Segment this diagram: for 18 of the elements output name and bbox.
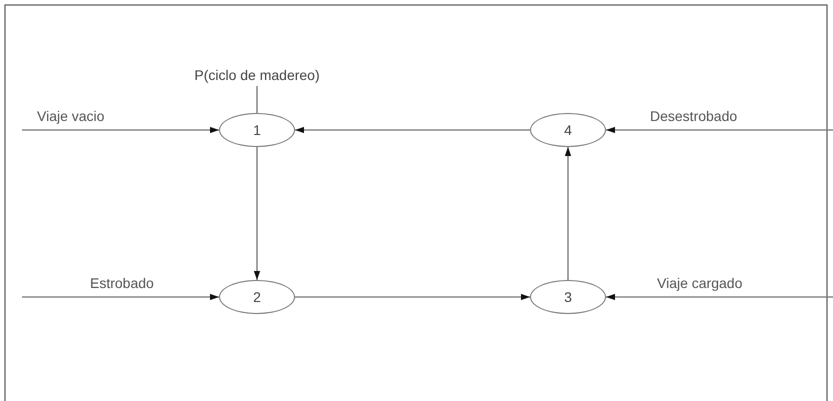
arrow: [254, 147, 260, 280]
connector-line: [256, 86, 258, 113]
edge-label: Estrobado: [88, 275, 156, 291]
node-number: 4: [564, 122, 572, 138]
arrow: [606, 294, 833, 300]
edge-label: Viaje cargado: [655, 275, 744, 291]
node-number: 2: [253, 289, 261, 305]
arrow: [295, 126, 530, 134]
process-label: P(ciclo de madereo): [137, 64, 377, 86]
edge-label: Desestrobado: [648, 108, 740, 124]
arrow: [564, 147, 572, 280]
arrow: [22, 126, 219, 134]
arrow: [295, 294, 530, 300]
node-number: 3: [564, 289, 572, 305]
node-number: 1: [253, 122, 261, 138]
arrow: [22, 294, 219, 300]
arrow: [606, 126, 833, 134]
edge-label: Viaje vacio: [35, 108, 106, 124]
